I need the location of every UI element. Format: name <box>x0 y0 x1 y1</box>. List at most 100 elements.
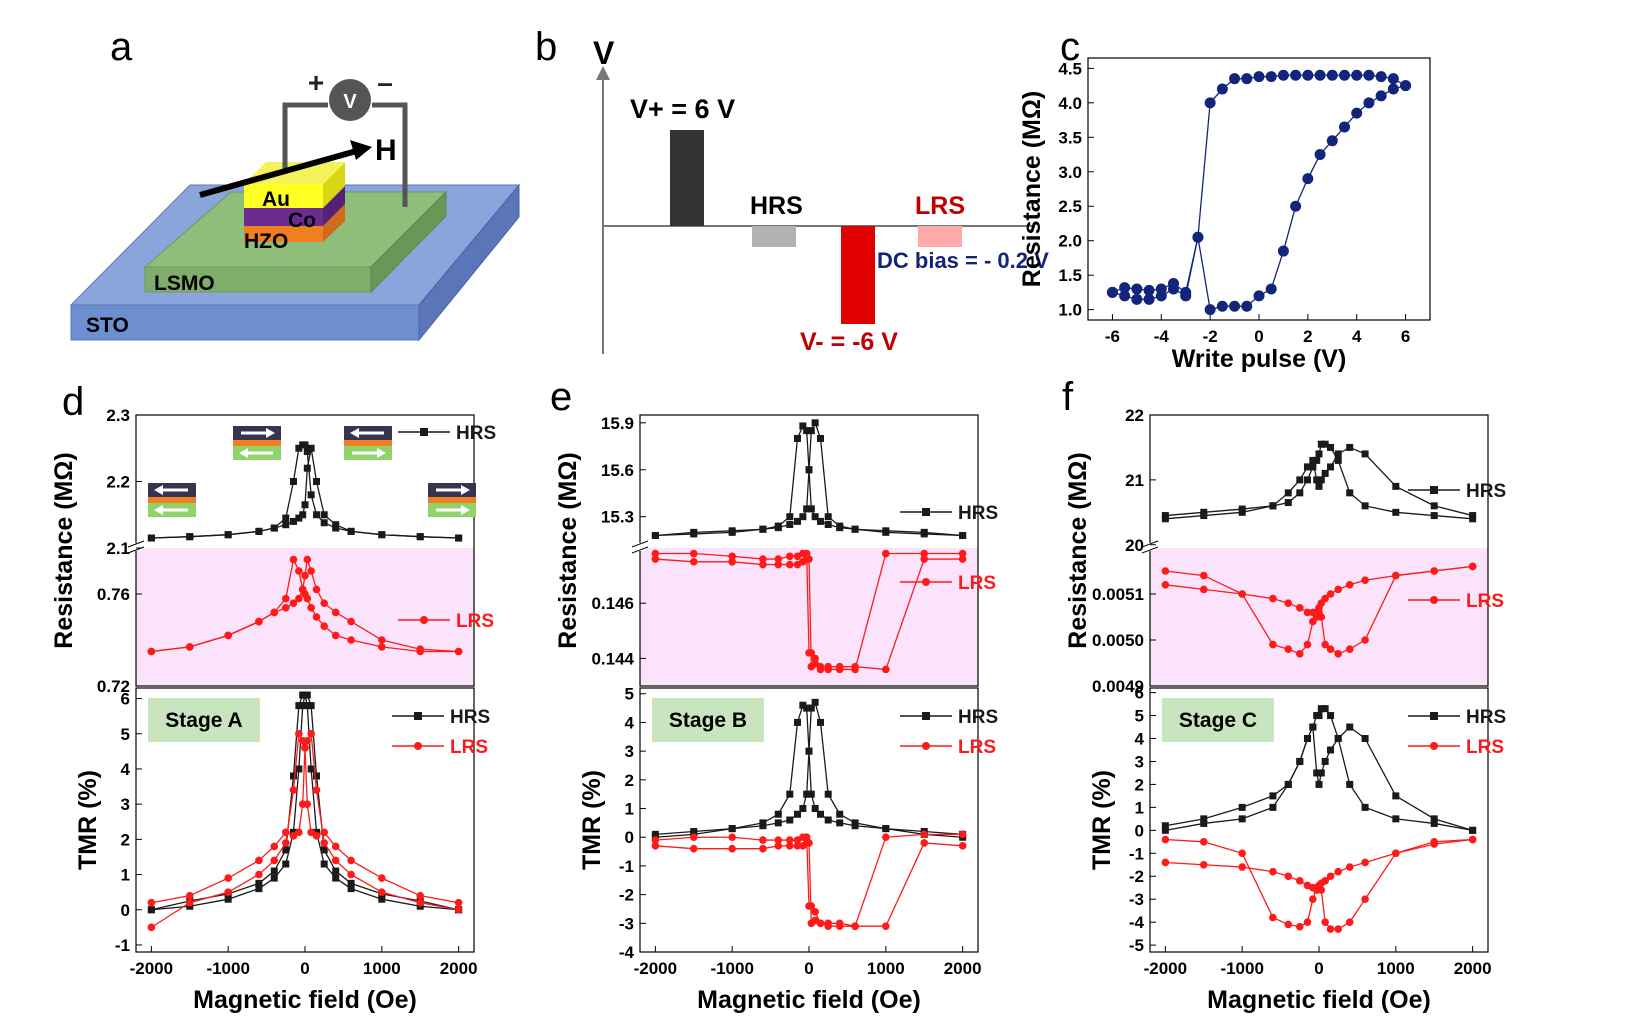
arrow-icon <box>154 505 163 515</box>
y-tick-label: 4.0 <box>1058 94 1082 113</box>
data-point <box>331 856 340 865</box>
tmr-tick-label: -1 <box>115 936 130 955</box>
data-point <box>1339 121 1350 133</box>
panel-letter-e: e <box>550 375 572 419</box>
data-point <box>824 662 833 671</box>
data-point <box>836 810 844 818</box>
data-point <box>454 905 463 914</box>
au-label: Au <box>262 188 290 211</box>
arrow-icon <box>350 428 359 438</box>
data-point <box>1199 571 1208 580</box>
data-point <box>799 701 807 709</box>
data-point <box>1345 863 1354 871</box>
tmr-tick-label: -3 <box>1129 890 1144 909</box>
x-axis-label: Magnetic field (Oe) <box>697 986 921 1014</box>
data-point <box>824 521 832 529</box>
data-point <box>1326 645 1335 653</box>
h-field-arrow <box>199 147 361 198</box>
hrs-label: HRS <box>750 192 803 220</box>
tmr-tick-label: 5 <box>1135 707 1144 726</box>
data-point <box>331 842 340 851</box>
data-point <box>1351 69 1363 81</box>
data-point <box>1161 515 1169 523</box>
data-point <box>728 825 736 833</box>
legend-label: HRS <box>958 503 998 524</box>
data-point <box>347 856 355 865</box>
data-point <box>1238 815 1246 823</box>
y-tick-label: 1.0 <box>1058 301 1082 320</box>
legend-label: LRS <box>958 573 996 594</box>
data-point <box>802 549 811 558</box>
data-point <box>1361 895 1369 903</box>
data-point <box>299 511 307 519</box>
data-point <box>1430 502 1438 510</box>
stage-label: Stage C <box>1179 709 1257 732</box>
data-point <box>689 833 698 842</box>
data-point <box>824 513 832 521</box>
legend-label: LRS <box>1466 591 1504 612</box>
x-tick-label: 0 <box>1314 959 1323 978</box>
data-point <box>1361 502 1369 510</box>
panel-letter-c: c <box>1060 25 1080 69</box>
negative-pulse-bar <box>841 226 875 324</box>
arrow-icon <box>239 448 248 458</box>
data-point <box>1392 508 1400 516</box>
plus-sign: + <box>308 67 324 98</box>
data-point <box>851 922 859 930</box>
data-point <box>301 744 309 752</box>
data-point <box>1303 608 1312 617</box>
data-point <box>347 885 355 893</box>
data-point <box>1296 489 1304 497</box>
data-point <box>1317 613 1326 621</box>
data-point <box>786 790 794 798</box>
x-tick-label: 1000 <box>1377 959 1415 978</box>
axis-break-mark <box>1141 546 1159 554</box>
data-point <box>774 819 782 827</box>
data-point <box>1238 590 1246 598</box>
data-point <box>1161 581 1170 589</box>
data-point <box>799 513 807 521</box>
data-point <box>289 786 298 794</box>
data-point <box>303 594 312 603</box>
data-point <box>811 513 819 521</box>
data-point <box>186 533 194 541</box>
voltage-axis-label: V <box>593 35 615 71</box>
tmr-tick-label: -3 <box>619 914 634 933</box>
co-side <box>323 186 345 226</box>
data-point <box>1387 73 1399 85</box>
legend-marker <box>922 578 930 586</box>
barrier-layer <box>233 440 281 446</box>
data-point <box>1345 918 1354 926</box>
data-point <box>651 842 660 850</box>
hzo-front <box>244 226 323 242</box>
data-point <box>347 879 355 887</box>
data-point <box>378 531 386 539</box>
data-point <box>378 888 386 896</box>
data-point <box>1277 69 1289 81</box>
legend-label: LRS <box>450 737 488 758</box>
hrs-read-bar <box>752 226 796 247</box>
data-point <box>303 737 312 745</box>
data-point <box>224 895 232 903</box>
data-point <box>774 524 782 532</box>
tmr-tick-label: 3 <box>1135 752 1144 771</box>
x-tick-label: -2 <box>1203 327 1218 346</box>
legend-marker <box>414 712 422 720</box>
data-point <box>1469 512 1477 520</box>
vminus-label: V- = -6 V <box>800 328 898 356</box>
data-point <box>1430 512 1438 520</box>
data-point <box>1284 489 1292 497</box>
tmr-tick-label: -4 <box>1129 913 1145 932</box>
arrow-icon <box>154 485 163 495</box>
data-point <box>786 513 794 521</box>
data-point <box>803 704 811 712</box>
data-point <box>147 898 156 907</box>
tmr-tick-label: 0 <box>625 828 634 847</box>
stage-box <box>148 698 260 742</box>
res-tick-label: 15.6 <box>601 461 634 480</box>
data-point <box>1314 69 1326 81</box>
tmr-tick-label: 5 <box>121 725 130 744</box>
data-point <box>690 827 698 835</box>
data-point <box>1284 499 1292 507</box>
res-tick-label: 22 <box>1125 406 1144 425</box>
